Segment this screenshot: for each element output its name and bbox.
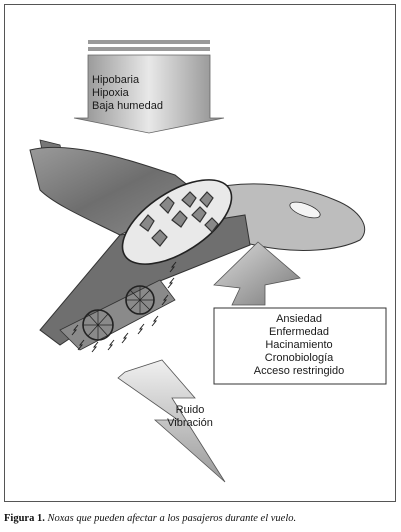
label-enfermedad: Enfermedad (269, 326, 329, 338)
label-baja-humedad: Baja humedad (92, 100, 163, 112)
caption-figure-label: Figura 1. (4, 513, 45, 524)
airplane (29, 139, 366, 351)
atmosphere-labels: Hipobaria Hipoxia Baja humedad (92, 74, 163, 113)
label-ansiedad: Ansiedad (276, 313, 322, 325)
landing-gear (82, 285, 155, 341)
figure-frame (4, 4, 396, 502)
label-ruido: Ruido (175, 404, 205, 416)
down-arrow (73, 40, 225, 134)
label-acceso-restringido: Acceso restringido (253, 365, 345, 377)
factors-labels: Ansiedad Enfermedad Hacinamiento Cronobi… (218, 313, 380, 378)
label-hipobaria: Hipobaria (92, 74, 140, 86)
caption-text: Noxas que pueden afectar a los pasajeros… (47, 513, 297, 524)
label-vibracion: Vibración (167, 417, 213, 429)
factors-box (213, 307, 387, 385)
vibration-marks (71, 261, 177, 353)
zigzag-arrow (117, 359, 226, 483)
noise-labels: Ruido Vibración (150, 404, 230, 430)
label-cronobiologia: Cronobiología (264, 352, 334, 364)
up-arrow (213, 241, 301, 306)
figure-caption: Figura 1. Noxas que pueden afectar a los… (4, 513, 396, 524)
label-hipoxia: Hipoxia (92, 87, 129, 99)
label-hacinamiento: Hacinamiento (265, 339, 333, 351)
